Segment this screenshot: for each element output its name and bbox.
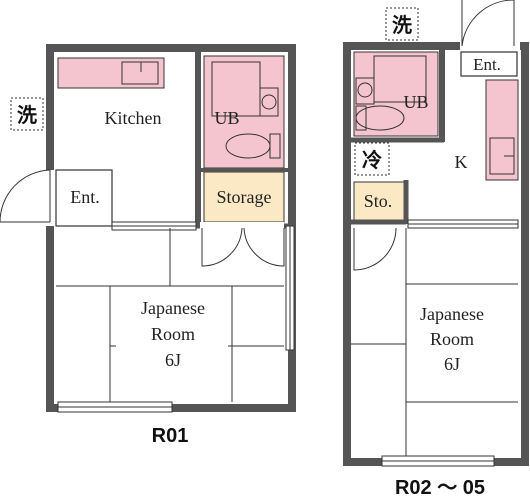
r01-basin-bowl	[261, 94, 277, 110]
r02-washer-marker-box	[385, 7, 419, 41]
r01-storage-area	[203, 171, 285, 223]
r02-kitchen-label: K	[455, 152, 468, 172]
r02-kitchen-counter	[485, 79, 519, 181]
r02-ub-label: UB	[403, 92, 428, 112]
r02-storage-area	[353, 181, 405, 221]
r02-toilet-tank	[355, 105, 367, 131]
r01-japanese-line2: Room	[151, 324, 195, 344]
r01-kitchen-counter	[57, 57, 165, 89]
r02-entry-door-opening	[460, 41, 520, 51]
r02-storage-label: Sto.	[364, 191, 393, 211]
r01-closet-door-right	[243, 227, 285, 267]
r01-ub-area	[203, 55, 285, 169]
r02-entrance-area	[460, 51, 518, 77]
r02-caption: R02 ～ 05	[395, 477, 485, 499]
r01-kitchen-label: Kitchen	[105, 108, 162, 128]
r01-label-patch	[116, 290, 228, 370]
r02-japanese-line2: Room	[430, 329, 474, 349]
r01-ub-label: UB	[214, 108, 239, 128]
r01-washbasin	[259, 87, 279, 117]
r01-toilet-tank	[269, 133, 281, 159]
r02-fridge-marker: 冷	[362, 148, 382, 172]
r01-closet-door-left	[201, 227, 243, 267]
r02-washer-marker: 洗	[392, 13, 412, 37]
r02-closet-door	[353, 227, 397, 271]
r01-washer-marker: 洗	[17, 103, 37, 127]
r01-caption: R01	[152, 425, 189, 447]
r02-tatami-lines	[351, 228, 518, 456]
r01-closet-opening	[200, 222, 284, 230]
r01-storage-label: Storage	[217, 187, 272, 207]
r02-japanese-size: 6J	[444, 354, 460, 374]
r01-sink	[121, 61, 159, 85]
plan-r02-05: UB K Sto. Ent. Japanese Room 6J 洗 冷 R02 …	[343, 0, 529, 499]
r02-japanese-line1: Japanese	[420, 304, 484, 324]
r01-washer-marker-box	[10, 97, 44, 131]
r01-japanese-line1: Japanese	[141, 298, 205, 318]
r02-entry-door-arc	[461, 0, 514, 47]
plan-r01: Kitchen UB Storage Ent. Japanese Room 6J…	[0, 44, 296, 447]
r01-entry-door-arc	[0, 169, 51, 223]
r02-entrance-label: Ent.	[473, 55, 501, 74]
r02-fridge-marker-box	[354, 142, 390, 176]
r01-japanese-size: 6J	[165, 350, 181, 370]
r01-entrance-area	[55, 169, 113, 227]
r02-basin-bowl	[357, 82, 373, 98]
r01-entrance-label: Ent.	[70, 187, 100, 207]
r02-washbasin	[355, 77, 375, 105]
r02-label-patch	[408, 296, 508, 376]
r02-ub-area	[353, 51, 439, 137]
